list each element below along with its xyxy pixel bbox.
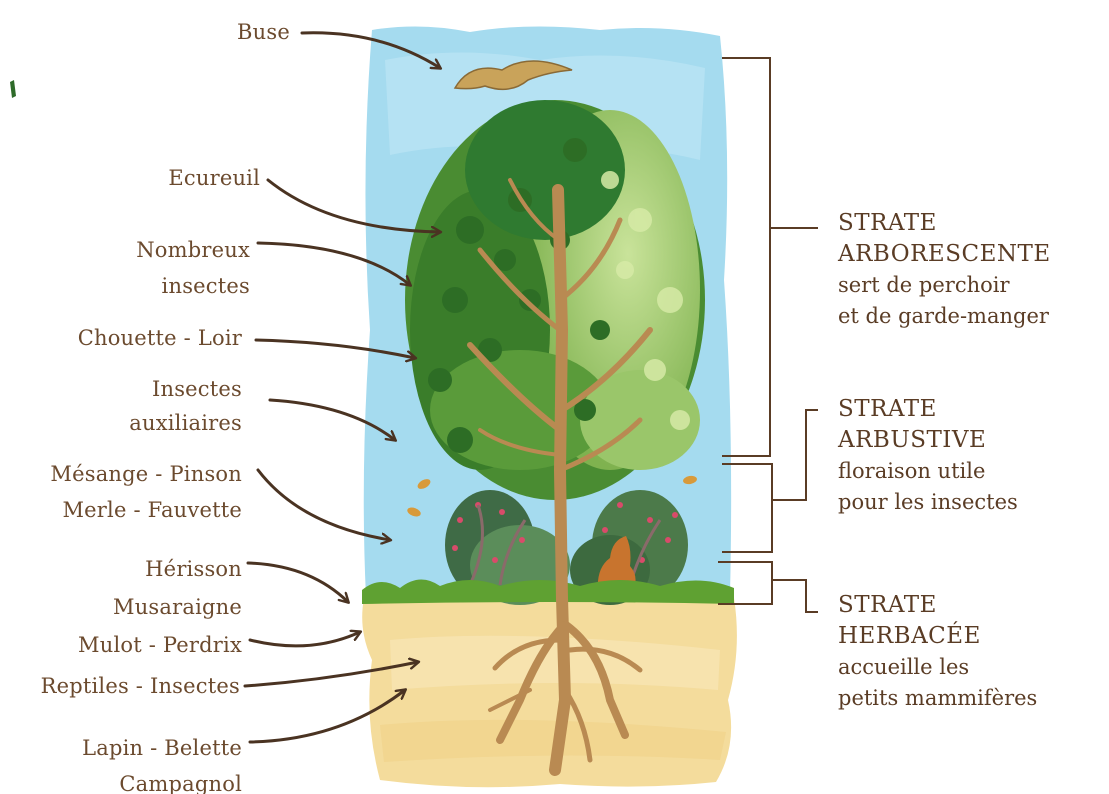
label-chouette-loir: Chouette - Loir bbox=[20, 328, 242, 349]
strate-arbustive: STRATE ARBUSTIVE floraison utile pour le… bbox=[838, 394, 1018, 518]
label-nombreux-line2: insectes bbox=[90, 268, 250, 304]
label-mesange-line1: Mésange - Pinson bbox=[4, 456, 242, 492]
label-herisson: Hérisson Musaraigne Mulot - Perdrix bbox=[20, 550, 242, 664]
label-nombreux-line1: Nombreux bbox=[90, 232, 250, 268]
strate-arbustive-title2: ARBUSTIVE bbox=[838, 425, 1018, 456]
label-insectes-auxiliaires: Insectes auxiliaires bbox=[90, 372, 242, 440]
strate-herbacee-title2: HERBACÉE bbox=[838, 621, 1037, 652]
label-mesange-line2: Merle - Fauvette bbox=[4, 492, 242, 528]
label-buse: Buse bbox=[200, 22, 290, 43]
strate-arborescente: STRATE ARBORESCENTE sert de perchoir et … bbox=[838, 208, 1051, 332]
strate-arborescente-desc2: et de garde-manger bbox=[838, 301, 1051, 332]
strate-arbustive-desc1: floraison utile bbox=[838, 456, 1018, 487]
strate-arborescente-title2: ARBORESCENTE bbox=[838, 239, 1051, 270]
label-herisson-line1: Hérisson bbox=[20, 550, 242, 588]
decorative-mark bbox=[10, 80, 16, 98]
label-ecureuil: Ecureuil bbox=[110, 168, 260, 189]
strate-arborescente-title1: STRATE bbox=[838, 208, 1051, 239]
strate-herbacee-desc2: petits mammifères bbox=[838, 683, 1037, 714]
label-herisson-line3: Mulot - Perdrix bbox=[20, 626, 242, 664]
label-reptiles-insectes: Reptiles - Insectes bbox=[0, 676, 240, 697]
label-ecureuil-text: Ecureuil bbox=[168, 166, 260, 190]
label-insectes-line1: Insectes bbox=[90, 372, 242, 406]
strate-herbacee-desc1: accueille les bbox=[838, 652, 1037, 683]
strate-arbustive-title1: STRATE bbox=[838, 394, 1018, 425]
label-lapin-line1: Lapin - Belette bbox=[20, 730, 242, 766]
strate-arborescente-desc1: sert de perchoir bbox=[838, 270, 1051, 301]
label-lapin-belette: Lapin - Belette Campagnol bbox=[20, 730, 242, 794]
strate-herbacee: STRATE HERBACÉE accueille les petits mam… bbox=[838, 590, 1037, 714]
label-mesange-merle: Mésange - Pinson Merle - Fauvette bbox=[4, 456, 242, 528]
label-nombreux-insectes: Nombreux insectes bbox=[90, 232, 250, 304]
label-lapin-line2: Campagnol bbox=[20, 766, 242, 794]
grass-strip bbox=[362, 579, 734, 604]
label-insectes-line2: auxiliaires bbox=[90, 406, 242, 440]
label-reptiles-text: Reptiles - Insectes bbox=[41, 674, 240, 698]
strate-arbustive-desc2: pour les insectes bbox=[838, 487, 1018, 518]
label-chouette-text: Chouette - Loir bbox=[78, 326, 242, 350]
label-buse-text: Buse bbox=[237, 20, 290, 44]
label-herisson-line2: Musaraigne bbox=[20, 588, 242, 626]
strate-herbacee-title1: STRATE bbox=[838, 590, 1037, 621]
strata-brackets bbox=[718, 58, 818, 612]
